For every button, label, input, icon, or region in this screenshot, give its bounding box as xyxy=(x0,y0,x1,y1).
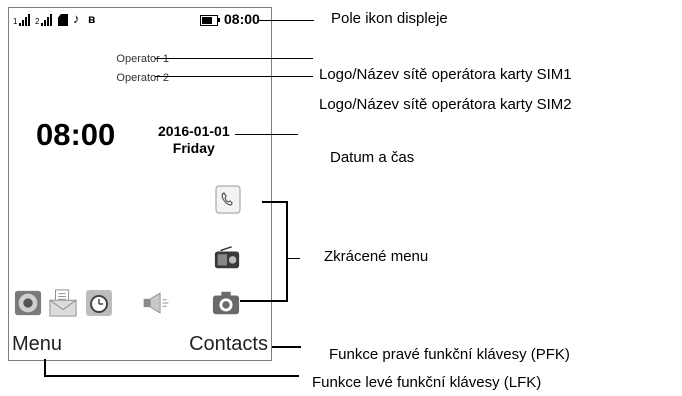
callout-line-lsk-horizontal xyxy=(44,375,299,377)
contacts-icon[interactable] xyxy=(214,185,242,214)
clock-time: 08:00 xyxy=(36,117,116,152)
right-softkey[interactable]: Contacts xyxy=(189,333,268,355)
callout-line-sim2 xyxy=(155,76,313,77)
label-lsk: Funkce levé funkční klávesy (LFK) xyxy=(312,374,542,391)
label-sim2: Logo/Název sítě operátora karty SIM2 xyxy=(319,96,572,113)
callout-bracket-shortcuts-bottom xyxy=(240,300,288,302)
label-icon-bar: Pole ikon displeje xyxy=(331,10,448,27)
label-shortcut-menu: Zkrácené menu xyxy=(324,248,429,265)
callout-line-shortcuts xyxy=(288,258,300,259)
operator-1-name: Operator 1 xyxy=(116,53,169,65)
sim2-signal-icon: 2 xyxy=(35,12,53,26)
message-icon[interactable] xyxy=(49,289,77,317)
volume-icon[interactable] xyxy=(142,289,170,317)
date-text: 2016-01-01 xyxy=(158,123,230,139)
phone-screen: 1 2 ♪ ʙ 08:00 Operator 1 Operator 2 08:0… xyxy=(8,7,272,361)
callout-bracket-shortcuts-vertical xyxy=(286,201,288,302)
operator-2-name: Operator 2 xyxy=(116,72,169,84)
left-softkey[interactable]: Menu xyxy=(12,333,63,355)
battery-icon xyxy=(200,15,220,26)
sim-card-icon xyxy=(58,12,68,26)
callout-bracket-shortcuts-top xyxy=(262,201,288,203)
callout-line-rsk xyxy=(272,346,301,348)
label-sim1: Logo/Název sítě operátora karty SIM1 xyxy=(319,66,572,83)
radio-icon[interactable] xyxy=(213,244,241,272)
label-rsk: Funkce pravé funkční klávesy (PFK) xyxy=(329,346,570,363)
weekday-text: Friday xyxy=(172,140,215,156)
status-time: 08:00 xyxy=(224,11,260,27)
callout-line-datetime xyxy=(235,134,298,135)
date-block: 2016-01-01 Friday xyxy=(158,123,230,157)
status-bar: 1 2 ♪ ʙ 08:00 xyxy=(9,8,271,30)
speaker-icon[interactable] xyxy=(14,289,42,317)
callout-line-lsk-vertical xyxy=(44,359,46,376)
callout-line-icon-bar xyxy=(259,20,314,21)
bluetooth-icon: ʙ xyxy=(88,12,96,26)
alarm-clock-icon[interactable] xyxy=(85,289,113,317)
camera-icon[interactable] xyxy=(212,289,240,317)
callout-line-sim1 xyxy=(155,58,313,59)
sim1-signal-icon: 1 xyxy=(13,12,31,26)
music-note-icon: ♪ xyxy=(73,11,80,26)
label-datetime: Datum a čas xyxy=(330,149,415,166)
